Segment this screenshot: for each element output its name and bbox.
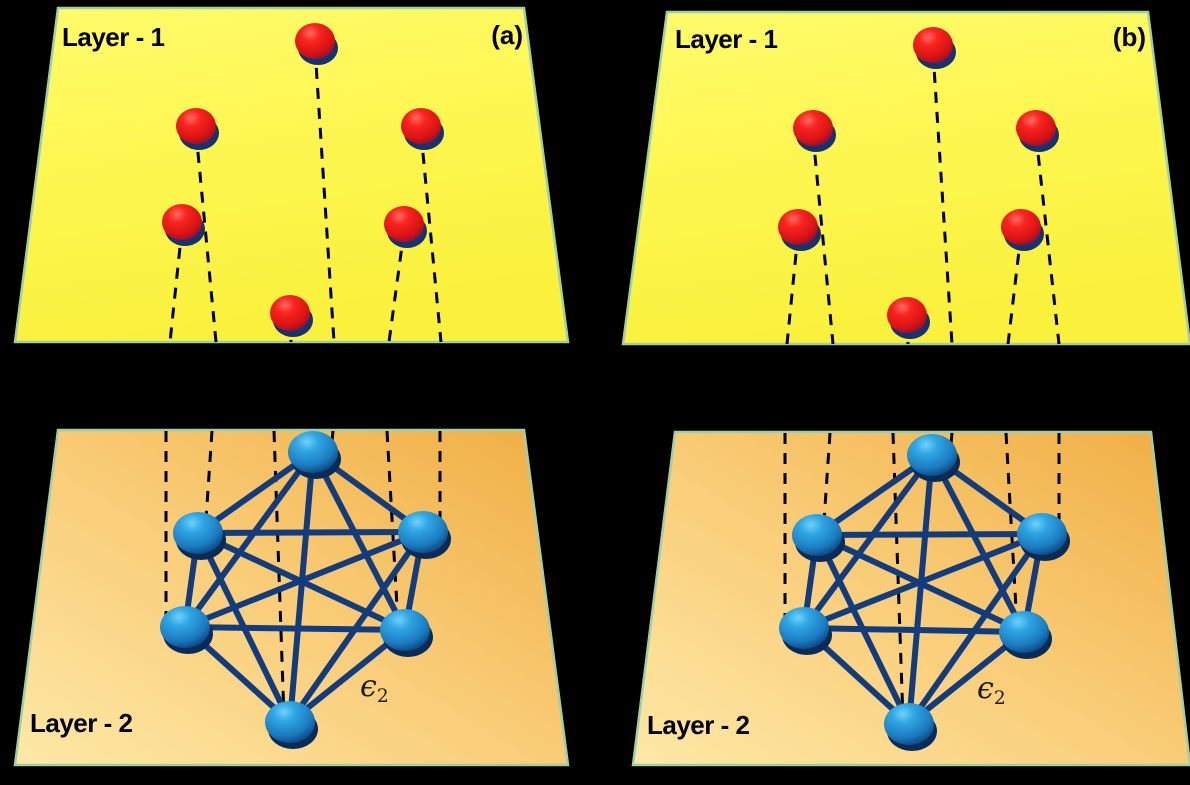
layer-2-nodes bbox=[779, 434, 1070, 751]
epsilon-2-label: ϵ2 bbox=[977, 674, 1006, 709]
layer1-node[interactable] bbox=[913, 27, 956, 69]
layer-1-plane bbox=[13, 6, 570, 344]
graph-node[interactable] bbox=[288, 431, 341, 479]
graph-edge bbox=[801, 531, 1045, 631]
layer-1-label: Layer - 1 bbox=[675, 24, 778, 54]
graph-edge bbox=[801, 452, 935, 631]
layer1-node[interactable] bbox=[295, 23, 338, 65]
graph-node[interactable] bbox=[999, 611, 1052, 659]
dashed-line bbox=[194, 131, 218, 343]
dashed-line bbox=[948, 432, 954, 456]
layer-2-label: Layer - 2 bbox=[647, 710, 750, 740]
dashed-line bbox=[1004, 432, 1019, 627]
layer-2-nodes bbox=[160, 431, 451, 749]
dashed-line bbox=[419, 132, 443, 343]
graph-node[interactable] bbox=[173, 512, 226, 560]
layer1-node[interactable] bbox=[176, 108, 219, 150]
layer-1-plane bbox=[621, 10, 1190, 346]
graph-node[interactable] bbox=[398, 511, 451, 559]
layer-1-label: Layer - 1 bbox=[62, 22, 165, 52]
graph-node[interactable] bbox=[907, 434, 960, 482]
graph-node[interactable] bbox=[779, 607, 832, 655]
dashed-line bbox=[313, 47, 336, 343]
dashed-line bbox=[1034, 134, 1061, 345]
graph-edge bbox=[182, 529, 426, 630]
layer1-node[interactable] bbox=[793, 110, 836, 152]
panel-a: Layer - 1 Layer - 2 (a) ϵ2 bbox=[13, 6, 570, 767]
graph-edge bbox=[182, 449, 316, 630]
graph-edge bbox=[929, 452, 1027, 635]
layer1-node[interactable] bbox=[887, 297, 930, 339]
dashed-line bbox=[385, 430, 400, 625]
graph-node[interactable] bbox=[265, 701, 318, 749]
panel-tag-b: (b) bbox=[1112, 22, 1146, 52]
graph-node[interactable] bbox=[380, 609, 433, 657]
layer1-node[interactable] bbox=[778, 209, 821, 251]
graph-node[interactable] bbox=[1017, 513, 1070, 561]
epsilon-subscript: 2 bbox=[993, 687, 1006, 709]
graph-edge bbox=[182, 624, 408, 633]
graph-edge bbox=[814, 531, 1045, 538]
graph-node[interactable] bbox=[884, 703, 937, 751]
epsilon-2-label: ϵ2 bbox=[360, 672, 389, 707]
graph-edge bbox=[906, 452, 935, 727]
layer1-node[interactable] bbox=[384, 206, 427, 248]
panel-tag-a: (a) bbox=[491, 20, 523, 50]
graph-node[interactable] bbox=[160, 606, 213, 654]
layer1-node[interactable] bbox=[1016, 110, 1059, 152]
epsilon-subscript: 2 bbox=[376, 685, 389, 707]
panel-b: Layer - 1 Layer - 2 (b) ϵ2 bbox=[595, 0, 1190, 785]
layer-2-graph-edges bbox=[801, 452, 1045, 727]
epsilon-symbol: ϵ bbox=[360, 669, 377, 704]
graph-edge bbox=[310, 449, 408, 633]
dashed-line bbox=[811, 134, 835, 345]
graph-edge bbox=[287, 449, 316, 725]
dashed-line bbox=[931, 51, 954, 345]
layer1-node[interactable] bbox=[162, 204, 205, 246]
graph-edge bbox=[195, 529, 426, 536]
panel-a-graphics bbox=[13, 6, 570, 767]
layer1-node[interactable] bbox=[1001, 209, 1044, 251]
layer-2-label: Layer - 2 bbox=[30, 708, 133, 738]
layer1-node[interactable] bbox=[270, 295, 313, 337]
layer-1-nodes bbox=[162, 23, 444, 337]
layer1-node[interactable] bbox=[401, 108, 444, 150]
epsilon-symbol: ϵ bbox=[977, 671, 994, 706]
panel-b-graphics bbox=[621, 10, 1190, 767]
graph-node[interactable] bbox=[792, 514, 845, 562]
graph-edge bbox=[801, 625, 1027, 635]
layer-1-nodes bbox=[778, 27, 1059, 339]
